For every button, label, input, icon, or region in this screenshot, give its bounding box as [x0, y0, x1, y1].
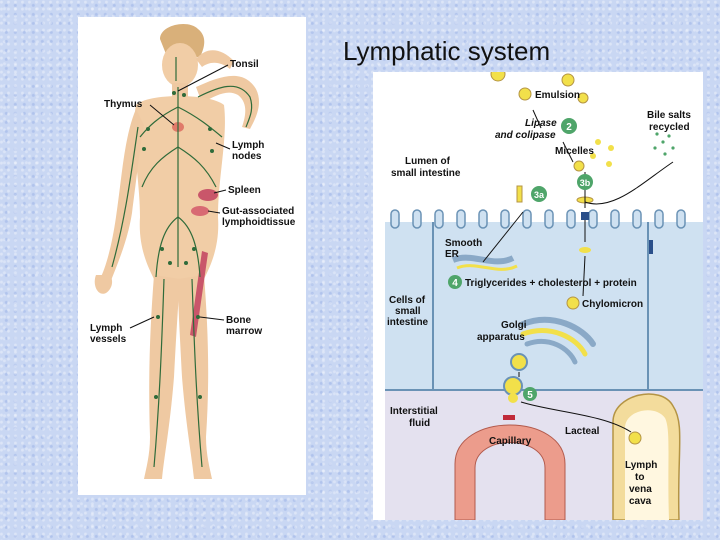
smooth-er-shape	[451, 254, 515, 265]
vesicle	[510, 353, 528, 371]
label-lumen-1: Lumen of	[405, 156, 451, 167]
step-badge-5: 5	[523, 387, 537, 401]
label-tonsil: Tonsil	[230, 59, 259, 70]
cell-membranes	[385, 222, 703, 391]
label-bone-marrow-1: Bone	[226, 315, 251, 326]
label-lymph-vena-4: cava	[629, 496, 652, 507]
capillary-shape	[454, 424, 566, 521]
step-badge-3a: 3a	[531, 186, 547, 202]
label-galt-1: Gut-associated	[222, 206, 294, 217]
label-bile-salts-1: Bile salts	[647, 110, 691, 121]
label-bone-marrow-2: marrow	[226, 326, 262, 337]
label-interstitial-1: Interstitial	[390, 406, 438, 417]
hanging-arm	[100, 109, 144, 283]
label-lumen-2: small intestine	[391, 168, 461, 179]
label-spleen: Spleen	[228, 185, 261, 196]
hand	[94, 275, 113, 294]
left-leg	[144, 275, 180, 479]
label-lymph-vena-2: to	[635, 472, 644, 483]
label-triglycerides: Triglycerides + cholesterol + protein	[465, 278, 637, 289]
label-micelles: Micelles	[555, 146, 594, 157]
absorbed-lipid	[579, 247, 591, 253]
label-emulsion: Emulsion	[535, 90, 580, 101]
cells-region	[385, 222, 703, 390]
spleen-shape	[198, 189, 218, 201]
bone-marrow-shape	[190, 251, 208, 337]
step-3b-text: 3b	[580, 178, 591, 188]
label-lipase-2: and colipase	[495, 130, 556, 141]
label-lipase-1: Lipase	[525, 118, 557, 129]
lymph-vessel-network	[111, 57, 253, 468]
exocytosis-vesicle	[503, 376, 523, 396]
label-lymph-nodes-2: nodes	[232, 151, 262, 162]
micelle-dots	[590, 139, 614, 167]
body-figure: Tonsil Thymus Lymph nodes Spleen Gut-ass…	[90, 24, 296, 479]
lacteal-chylomicron	[628, 431, 642, 445]
intestine-diagram-panel: 2 3a 3b 4 5 Emulsion Lipase and colipase…	[373, 66, 703, 521]
head	[162, 43, 198, 87]
label-lymph-vessels-1: Lymph	[90, 323, 122, 334]
step-badge-2: 2	[561, 118, 577, 134]
label-golgi-2: apparatus	[477, 332, 525, 343]
label-chylomicron: Chylomicron	[582, 299, 643, 310]
label-galt-2: lymphoidtissue	[222, 217, 296, 228]
step-2-text: 2	[566, 122, 572, 133]
step-badge-4: 4	[448, 275, 462, 289]
body-figure-panel: Tonsil Thymus Lymph nodes Spleen Gut-ass…	[78, 17, 306, 495]
intestine-diagram: 2 3a 3b 4 5 Emulsion Lipase and colipase…	[385, 66, 703, 521]
label-smooth-er-1: Smooth	[445, 238, 482, 249]
junction-right	[649, 240, 653, 254]
step-3a-text: 3a	[534, 190, 545, 200]
label-golgi-1: Golgi	[501, 320, 527, 331]
step-badge-3b: 3b	[577, 174, 593, 190]
step-4-text: 4	[452, 278, 458, 289]
label-lymph-vena-1: Lymph	[625, 460, 657, 471]
label-bile-salts-2: recycled	[649, 122, 690, 133]
transporter	[581, 212, 589, 220]
lymph-node-dots	[142, 91, 214, 399]
label-lymph-nodes-1: Lymph	[232, 140, 264, 151]
label-lymph-vessels-2: vessels	[90, 334, 127, 345]
right-leg	[178, 275, 212, 479]
leader-lines	[129, 64, 231, 329]
fatty-acid-bar	[516, 185, 523, 203]
smooth-er-lipid	[456, 264, 518, 271]
galt-shape	[191, 206, 209, 216]
microvilli	[390, 209, 686, 229]
golgi-shape	[520, 316, 596, 365]
label-lymph-vena-3: vena	[629, 484, 652, 495]
label-lacteal: Lacteal	[565, 426, 600, 437]
step-5-text: 5	[527, 390, 533, 401]
label-cells-3: intestine	[387, 317, 429, 328]
label-smooth-er-2: ER	[445, 249, 460, 260]
slide-title: Lymphatic system	[343, 36, 551, 66]
chylomicron-dot	[566, 296, 580, 310]
released-chylomicron	[508, 393, 518, 403]
capillary-pore	[503, 415, 515, 420]
torso	[134, 96, 225, 279]
label-cells-2: small	[395, 306, 421, 317]
raised-arm	[196, 75, 260, 129]
label-thymus: Thymus	[104, 99, 143, 110]
raised-forearm	[196, 50, 234, 69]
label-cells-1: Cells of	[389, 295, 426, 306]
label-capillary: Capillary	[489, 436, 532, 447]
label-interstitial-2: fluid	[409, 418, 430, 429]
bile-salt-dots	[653, 132, 675, 156]
